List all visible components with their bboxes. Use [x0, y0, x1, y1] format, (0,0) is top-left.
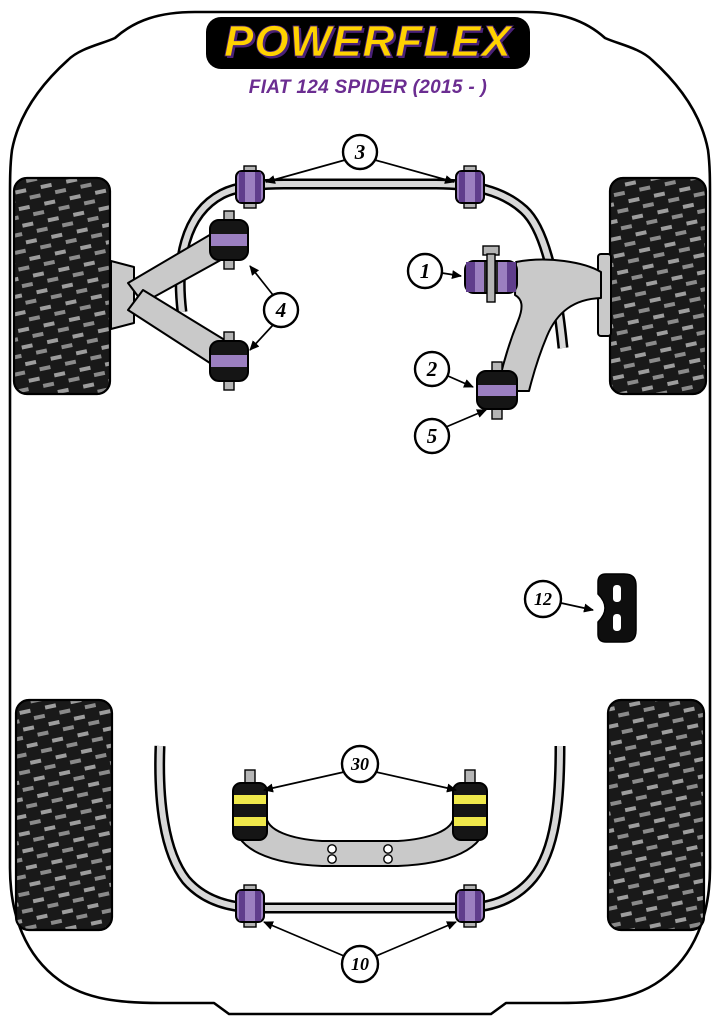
- wishbone-rear-bushing: [209, 331, 249, 391]
- front-right-lower-arm: [496, 253, 612, 392]
- callout-arrow: [447, 375, 474, 388]
- rear-anti-roll-bar: [154, 745, 566, 914]
- anti-roll-bar-bushing-front-left: [235, 165, 265, 209]
- callout-circle: [523, 579, 563, 619]
- callout-number: 4: [275, 298, 287, 322]
- front-arm-front-bushing: [464, 245, 518, 303]
- front-left-wishbone: [110, 232, 229, 366]
- tire-front-left: [12, 176, 112, 396]
- brand-logo-shadow: POWERFLEX: [226, 19, 515, 68]
- tire-rear-left: [14, 698, 114, 932]
- callout-30: 30: [263, 744, 457, 793]
- callout-arrow: [445, 409, 487, 428]
- rear-mount-bushing-left: [232, 769, 268, 841]
- callout-arrow: [249, 265, 274, 296]
- callout-number: 30: [350, 754, 369, 774]
- callout-number: 1: [420, 259, 431, 283]
- rear-mount-bushing-right: [452, 769, 488, 841]
- front-arm-rear-bushing: [476, 361, 518, 420]
- front-anti-roll-bar: [174, 178, 569, 349]
- callout-arrow: [375, 921, 457, 957]
- callout-10: 10: [263, 921, 457, 984]
- callout-5: 5: [413, 409, 487, 455]
- callout-number: 3: [354, 140, 366, 164]
- callout-circle: [340, 744, 380, 784]
- callout-4: 4: [249, 265, 300, 351]
- model-title: FIAT 124 SPIDER (2015 - ): [249, 77, 487, 98]
- callout-arrow: [374, 159, 455, 184]
- callout-arrow: [441, 270, 462, 280]
- tire-rear-right: [606, 698, 706, 932]
- brand-logo-text: POWERFLEX: [224, 17, 513, 66]
- callout-arrow: [560, 602, 594, 613]
- brand-header: POWERFLEX POWERFLEX FIAT 124 SPIDER (201…: [206, 17, 530, 98]
- callout-12: 12: [523, 579, 594, 619]
- tire-front-right: [608, 176, 708, 396]
- callout-circle: [262, 291, 300, 329]
- callout-circle: [340, 944, 380, 984]
- callout-arrow: [263, 771, 345, 793]
- callout-circle: [406, 252, 444, 290]
- anti-roll-bar-bushing-rear-right: [455, 884, 485, 928]
- callout-number: 10: [351, 954, 369, 974]
- callout-number: 2: [426, 357, 438, 381]
- callout-arrow: [263, 921, 345, 957]
- brand-plate: [206, 17, 530, 69]
- anti-roll-bar-bushing-front-right: [455, 165, 485, 209]
- mount-bracket-12: [597, 573, 637, 643]
- callout-1: 1: [406, 252, 462, 290]
- callout-number: 12: [534, 589, 552, 609]
- callout-arrow: [249, 324, 274, 351]
- callout-circle: [413, 350, 451, 388]
- callout-number: 5: [427, 424, 438, 448]
- callout-circle: [341, 133, 379, 171]
- callout-3: 3: [265, 133, 455, 184]
- callout-arrow: [265, 159, 346, 184]
- callout-circle: [413, 417, 451, 455]
- callout-2: 2: [413, 350, 474, 388]
- wishbone-front-bushing: [209, 210, 249, 270]
- callout-arrow: [375, 771, 457, 793]
- anti-roll-bar-bushing-rear-left: [235, 884, 265, 928]
